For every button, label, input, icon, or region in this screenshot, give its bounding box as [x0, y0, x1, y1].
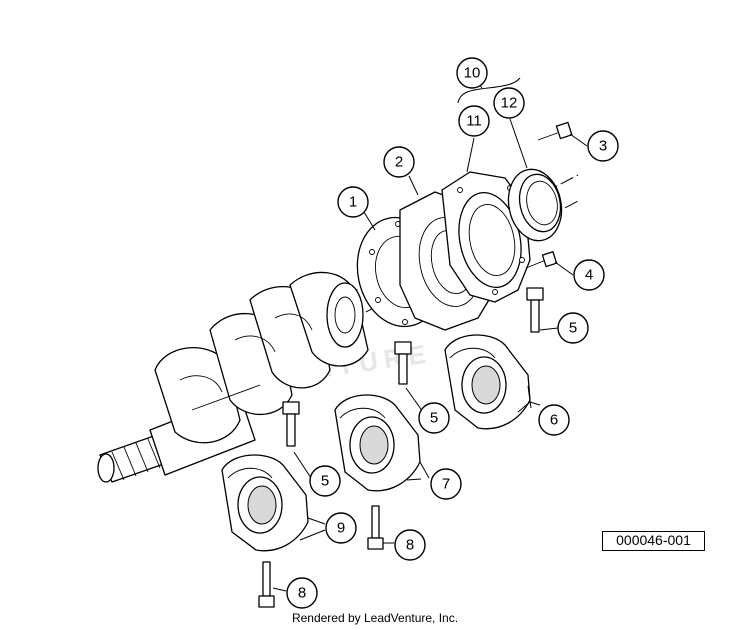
- callout-8-upper-label: 8: [406, 537, 414, 554]
- bolt-part-3: [537, 121, 573, 141]
- callout-5-middle: 5: [418, 402, 450, 434]
- callout-12: 12: [493, 87, 525, 119]
- callout-8-lower-label: 8: [298, 585, 306, 602]
- bolt-part-8-upper: [367, 505, 384, 550]
- callout-5-upper-label: 5: [569, 320, 577, 337]
- oil-seal-part-12: [507, 168, 563, 242]
- callout-5-middle-label: 5: [430, 410, 438, 427]
- callout-2-label: 2: [395, 154, 403, 171]
- leader-lines: [272, 77, 588, 592]
- callout-3-label: 3: [599, 138, 607, 155]
- reference-code-box: 000046-001: [602, 531, 705, 551]
- bolt-part-8-lower: [258, 561, 275, 608]
- callout-5-upper: 5: [557, 312, 589, 344]
- callout-2: 2: [383, 146, 415, 178]
- rendered-by-credit: Rendered by LeadVenture, Inc.: [291, 611, 459, 625]
- bolt-part-4: [525, 251, 558, 269]
- callout-3: 3: [587, 130, 619, 162]
- callout-7-label: 7: [442, 476, 450, 493]
- callout-8-lower: 8: [286, 577, 318, 609]
- bolt-part-5-middle: [394, 341, 412, 385]
- callout-1: 1: [337, 186, 369, 218]
- callout-11-label: 11: [466, 113, 482, 130]
- bearing-cap-part-6: [444, 334, 531, 430]
- callout-1-label: 1: [349, 194, 357, 211]
- callout-11: 11: [458, 105, 490, 137]
- bearing-cap-part-9: [221, 454, 309, 552]
- callout-4-label: 4: [585, 267, 593, 284]
- bolt-part-5-lower: [282, 401, 300, 447]
- callout-10: 10: [456, 57, 488, 89]
- bearing-cap-part-7: [334, 394, 421, 492]
- callout-12-label: 12: [501, 95, 518, 112]
- bolt-part-5-upper: [526, 287, 544, 333]
- crankshaft: [97, 271, 369, 483]
- callout-9-label: 9: [337, 520, 345, 537]
- callout-5-lower-label: 5: [321, 473, 329, 490]
- callout-4: 4: [573, 259, 605, 291]
- callout-9: 9: [325, 512, 357, 544]
- callout-10-label: 10: [464, 65, 481, 82]
- callout-8-upper: 8: [394, 529, 426, 561]
- callout-5-lower: 5: [309, 465, 341, 497]
- callout-6: 6: [538, 404, 570, 436]
- callout-6-label: 6: [550, 412, 558, 429]
- callout-7: 7: [430, 468, 462, 500]
